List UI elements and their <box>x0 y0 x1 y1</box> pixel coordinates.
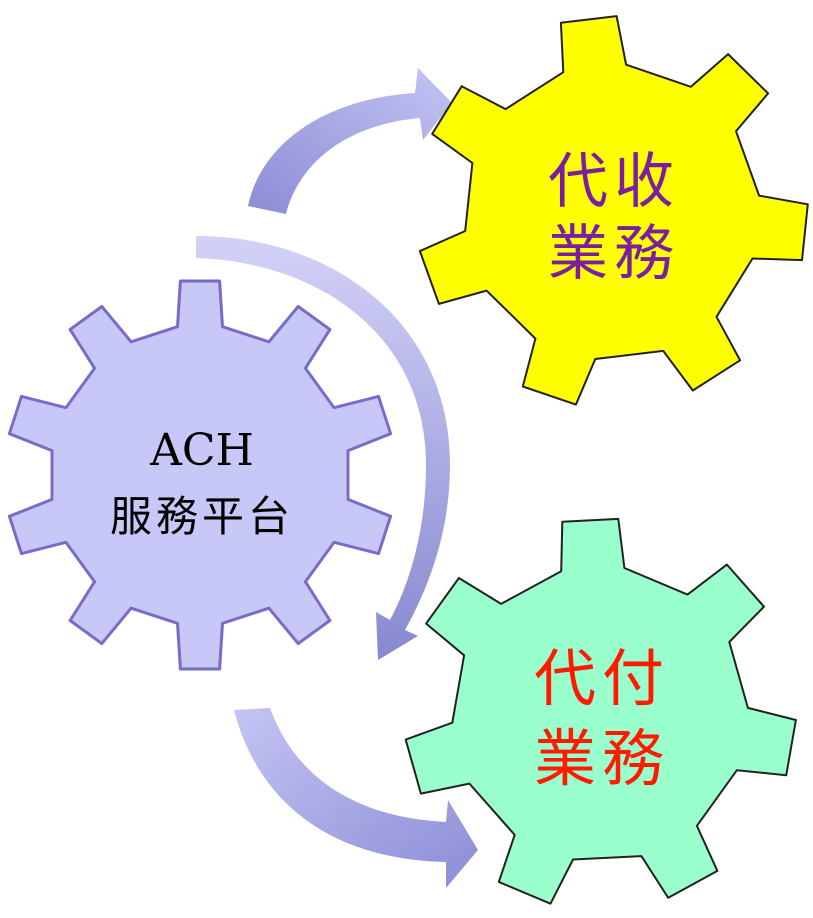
arrow-to-bottom-gear <box>234 708 478 888</box>
arrow-to-top-gear <box>248 68 452 214</box>
bottom-gear-label-line1: 代付 <box>534 642 670 715</box>
cycle-arrows <box>196 68 478 888</box>
arrow-middle-arc <box>196 236 450 660</box>
top-gear-body <box>418 15 809 406</box>
center-gear-body <box>7 279 393 671</box>
top-gear-label-line2: 業務 <box>548 219 680 289</box>
center-gear: ACH 服務平台 <box>7 279 393 671</box>
center-gear-label-line1: ACH <box>149 425 254 476</box>
top-gear-label-line1: 代收 <box>548 147 680 217</box>
bottom-gear-label-line2: 業務 <box>534 722 670 795</box>
bottom-gear-body <box>404 517 797 905</box>
center-gear-label-line2: 服務平台 <box>110 492 294 541</box>
